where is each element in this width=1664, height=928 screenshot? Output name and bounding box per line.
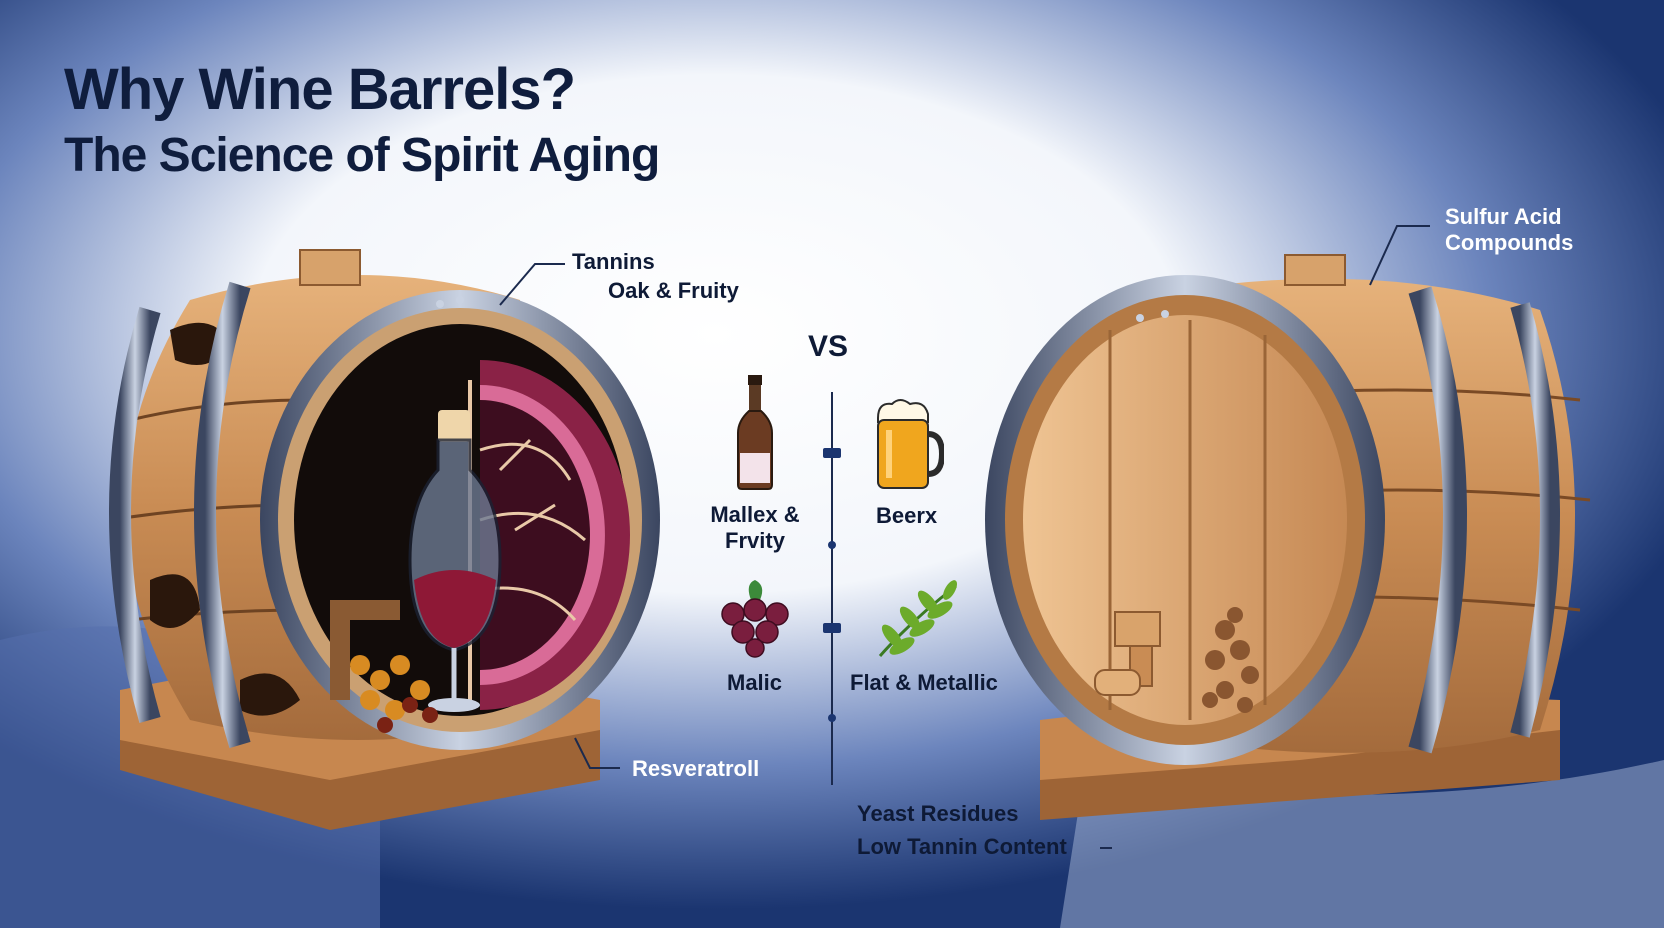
left-barrel	[109, 249, 660, 830]
beer-mug-icon	[877, 399, 944, 489]
label-sulfur-acid: Sulfur Acid Compounds	[1445, 204, 1573, 256]
label-tannins: Tannins	[572, 249, 655, 274]
grapes-icon	[721, 580, 789, 658]
label-mallex-line1: Mallex &	[710, 502, 800, 527]
vs-label: VS	[808, 330, 849, 363]
label-beerx: Beerx	[876, 503, 938, 528]
center-divider	[823, 392, 841, 785]
label-mallex-line2: Frvity	[725, 528, 785, 553]
wine-glass-icon	[408, 410, 502, 712]
right-barrel	[985, 254, 1591, 820]
page-subtitle: The Science of Spirit Aging	[64, 129, 660, 182]
label-resveratrol: Resveratroll	[632, 756, 760, 781]
label-low-tannin: Low Tannin Content	[857, 834, 1067, 859]
label-oak-fruity: Oak & Fruity	[608, 278, 739, 303]
tap-icon	[1094, 611, 1161, 696]
label-sulfur-line1: Sulfur Acid	[1445, 204, 1562, 229]
leaf-icon	[878, 580, 957, 657]
label-yeast-residues: Yeast Residues	[857, 801, 1019, 826]
label-malic: Malic	[727, 670, 783, 695]
wine-bottle-icon	[737, 375, 773, 490]
page-title: Why Wine Barrels?	[64, 57, 576, 122]
label-sulfur-line2: Compounds	[1445, 230, 1574, 255]
label-mallex-fruity: Mallex & Frvity	[700, 502, 810, 554]
label-flat-metallic: Flat & Metallic	[850, 670, 998, 695]
